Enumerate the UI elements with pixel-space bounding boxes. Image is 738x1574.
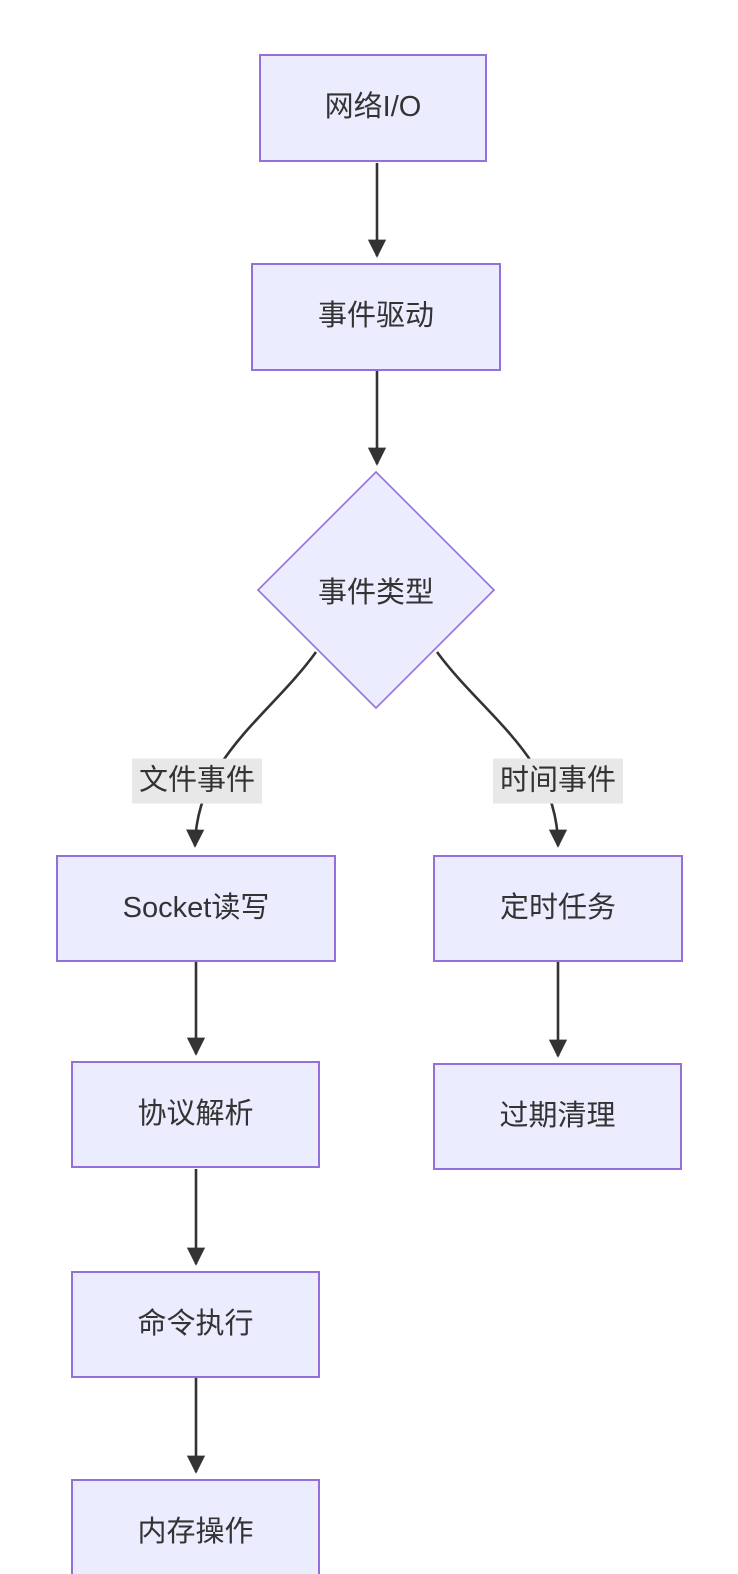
decision-diamond-shape bbox=[256, 470, 496, 710]
node-socket-rw: Socket读写 bbox=[56, 855, 336, 962]
node-timer-task: 定时任务 bbox=[433, 855, 683, 962]
edge-eventtype-timertask bbox=[435, 651, 568, 848]
node-protocol-parse: 协议解析 bbox=[71, 1061, 320, 1168]
decision-event-type: 事件类型 bbox=[317, 577, 435, 609]
edge-eventtype-socketrw bbox=[186, 651, 318, 848]
node-memory-op: 内存操作 bbox=[71, 1479, 320, 1574]
node-expire-clean: 过期清理 bbox=[433, 1063, 682, 1170]
edge-label-file-event: 文件事件 bbox=[131, 758, 263, 804]
node-command-exec: 命令执行 bbox=[71, 1271, 320, 1378]
edge-label-time-event: 时间事件 bbox=[492, 758, 624, 804]
node-event-driven: 事件驱动 bbox=[251, 263, 501, 371]
node-network-io: 网络I/O bbox=[259, 54, 487, 162]
